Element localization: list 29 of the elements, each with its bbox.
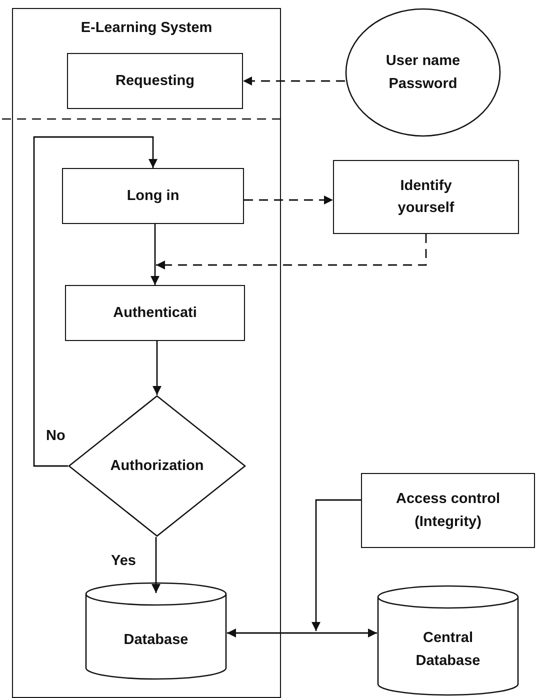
arrow: [244, 196, 333, 204]
arrow: [156, 234, 427, 270]
node-label: Authenticati: [113, 304, 197, 323]
database-cylinder: [377, 585, 519, 696]
system-title: E-Learning System: [80, 19, 214, 38]
decision-diamond: [68, 395, 246, 537]
arrow: [33, 136, 158, 467]
arrow: [243, 76, 345, 86]
process-box: [361, 473, 535, 548]
system-boundary: [12, 8, 281, 698]
node-label: Authorization: [110, 456, 204, 476]
input-ellipse: [345, 8, 501, 137]
node-label: Database: [124, 630, 188, 650]
node-label: Requesting: [116, 72, 194, 91]
process-box: [67, 53, 243, 109]
process-box: [62, 168, 244, 224]
node-label: Access control (Integrity): [395, 490, 501, 532]
database-cylinder: [85, 582, 227, 680]
arrow: [152, 341, 162, 395]
node-label: Identify yourself: [396, 176, 456, 218]
process-box: [333, 160, 519, 234]
node-label: Central Database: [414, 629, 482, 670]
arrow: [312, 499, 361, 631]
arrow: [152, 537, 160, 593]
process-box: [65, 285, 245, 341]
node-label: User name Password: [384, 52, 462, 94]
arrow: [227, 628, 377, 638]
node-label: Long in: [126, 186, 180, 206]
arrow: [150, 224, 160, 285]
